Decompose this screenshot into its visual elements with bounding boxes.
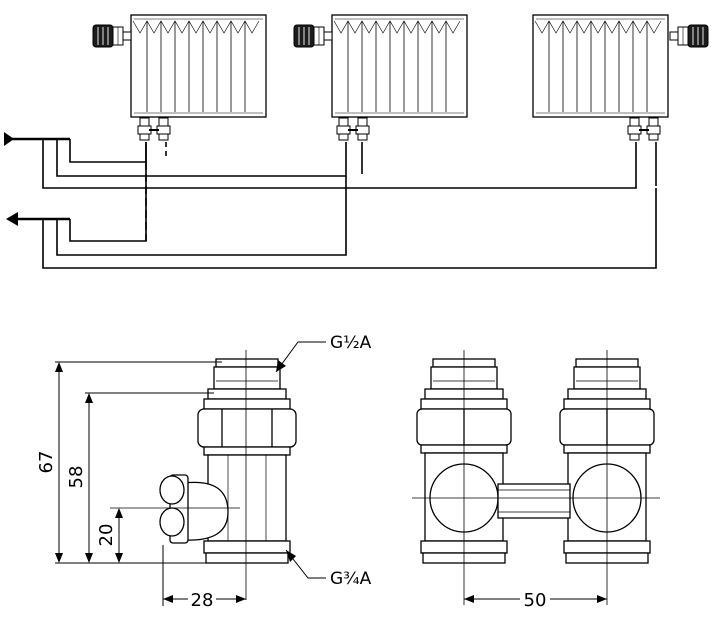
arrow-left-icon bbox=[6, 212, 18, 226]
side-centerlines bbox=[110, 350, 247, 600]
radiator-3 bbox=[532, 14, 709, 141]
thermostatic-head-icon bbox=[293, 24, 333, 48]
dimension-center-distance: 50 bbox=[524, 590, 547, 611]
radiator-2 bbox=[293, 14, 468, 141]
side-dimension-lines bbox=[55, 341, 326, 606]
h-valve-icon bbox=[627, 117, 661, 141]
dimension-overall-height: 67 bbox=[36, 451, 57, 474]
front-centerlines bbox=[412, 350, 660, 605]
h-valve-icon bbox=[336, 117, 370, 141]
radiator-1 bbox=[92, 14, 267, 141]
thermostatic-head-icon bbox=[92, 24, 132, 48]
thermostatic-head-icon bbox=[669, 24, 709, 48]
supply-piping bbox=[10, 137, 657, 189]
h-valve-icon bbox=[137, 117, 171, 141]
side-dimension-arrows bbox=[55, 360, 296, 603]
valve-front-view bbox=[416, 358, 655, 564]
thread-label-top: G½A bbox=[330, 333, 372, 353]
return-piping bbox=[16, 142, 657, 269]
dimension-nut-height: 58 bbox=[66, 466, 87, 489]
supply-arrow-icon bbox=[4, 132, 14, 146]
dimension-inlet-height: 20 bbox=[96, 524, 117, 547]
dimension-offset-width: 28 bbox=[191, 590, 214, 611]
thread-label-bottom: G¾A bbox=[330, 569, 372, 589]
valve-side-view bbox=[159, 358, 297, 564]
front-dimension-arrows bbox=[464, 595, 607, 603]
